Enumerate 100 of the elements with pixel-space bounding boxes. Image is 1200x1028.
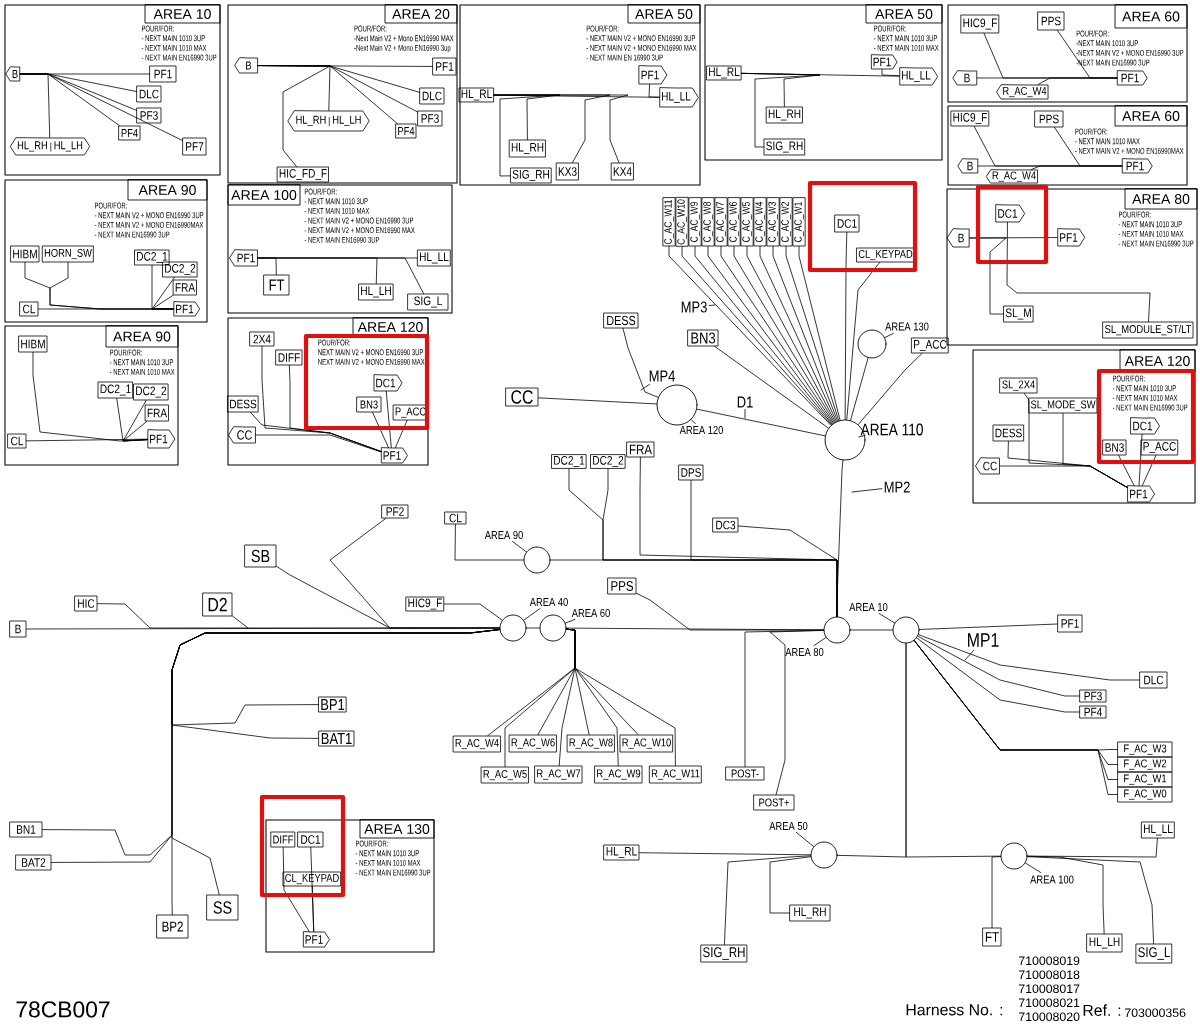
connector-label: C_AC_W6 [727,197,741,247]
connector-label: CL [7,433,27,449]
connector-label: SIG_L [407,293,449,311]
callout-label: AREA 50 [769,822,808,831]
callout-label: AREA 60 [571,608,610,618]
connector-label: HORN_SW [42,245,94,263]
wire [648,84,660,98]
connector-label: POST- [725,766,765,781]
callout-label: MP1 [968,633,999,647]
connector-label: CL [19,301,39,317]
connector-label: SL_MODE_SW [1028,397,1098,414]
wire [738,525,838,617]
connector-label: C_AC_W5 [740,197,754,247]
wire [1027,838,1158,858]
wire [798,246,841,421]
wire [1006,222,1151,322]
callout-label: AREA 40 [529,597,568,607]
connector-label: P_ACC [393,404,428,421]
drawing-number: 78CB007 [16,1001,110,1018]
connector-label: HL_LH [1086,933,1123,953]
connector-label: PPS [1034,110,1064,128]
connector-label: PF1 [149,65,177,83]
connector-tag: PF1 [229,249,258,267]
connector-label: DLC [1139,671,1168,689]
wire [769,856,812,914]
part-number: 710008017 [1019,984,1080,994]
connector-label: HIC9_F [405,596,445,612]
connector-label: C_AC_W1 [792,197,806,247]
connector-label: F_AC_W1 [1117,771,1173,788]
connector-label: CL_KEYPAD [282,871,342,887]
wire [1007,441,1128,488]
connector-label: DLC [419,87,445,105]
wire [443,603,503,621]
connector-tag: PF1 [380,447,408,464]
leader-line [964,650,975,661]
callout-label: MP2 [884,481,910,493]
leader-line [851,488,883,493]
wire [850,629,893,631]
connector-label: P_ACC [911,337,949,354]
connector-tag: B [946,228,970,248]
connector-tag: R_AC_W4 [985,169,1038,184]
connector-label: CL_KEYPAD [856,247,915,263]
wire [385,391,392,448]
leader-line [795,832,814,847]
leader-line [232,615,249,629]
connector-label: PF3 [1079,689,1107,703]
wire [257,65,331,167]
connector-label: PF4 [118,125,141,141]
connector-label: DC2_1 [98,381,133,399]
callout-label: AREA 120 [679,425,723,435]
wire [311,886,315,932]
connector-label: DESS [993,424,1025,442]
wire [1030,165,1123,170]
wire [759,246,837,422]
callout-label: AREA 110 [860,423,923,436]
connector-label: PF2 [381,504,409,519]
wire [785,246,840,421]
connector-label: R_AC_W10 [620,734,674,753]
connector-label: SS [206,894,239,921]
part-number: 710008019 [1019,956,1080,966]
connector-label: HIC9_F [950,110,990,127]
connector-label: DESS [227,395,259,413]
connector-tag: HL_RH HL_LH [287,110,370,132]
connector-tag: B [5,66,21,82]
connector-label: C_AC_W3 [766,197,780,247]
connector-label: SIG_L [1135,943,1173,964]
connector-label: PF3 [136,107,162,124]
callout-label: MP4 [649,370,675,382]
area-circle [523,546,551,574]
callout-label: AREA 130 [885,322,929,331]
wire [622,328,659,398]
connector-label: C_AC_W2 [779,197,793,247]
leader-line [708,304,716,306]
wire [454,524,524,561]
leader-line [884,333,894,338]
connector-tag: CC [975,457,1000,475]
connector-label: KX4 [611,162,634,181]
wire [151,294,174,310]
part-number: 710008018 [1019,970,1080,980]
connector-label: SL_MODULE_ST/LT [1102,321,1194,339]
connector-label: DC2_1 [551,454,587,469]
wire [255,434,382,453]
leader-line [744,409,746,419]
connector-tag: PF1 [173,301,200,317]
leader-line [640,384,650,391]
connector-label: F_AC_W3 [1117,741,1173,758]
connector-tag: B [234,57,258,74]
connector-label: FRA [173,279,197,296]
connector-label: HL_RL [459,87,494,103]
wire [395,420,408,448]
wire [639,852,811,856]
connector-label: C_AC_W10 [675,197,689,247]
connector-label: P_ACC [1140,439,1179,456]
connector-label: DC2_2 [162,261,198,278]
wire [844,232,848,420]
connector-label: FT [263,274,290,296]
connector-label: C_AC_W9 [688,197,702,247]
connector-label: SIG_RH [700,944,748,963]
connector-tag: PF1 [1116,70,1148,86]
leader-line [878,613,895,624]
